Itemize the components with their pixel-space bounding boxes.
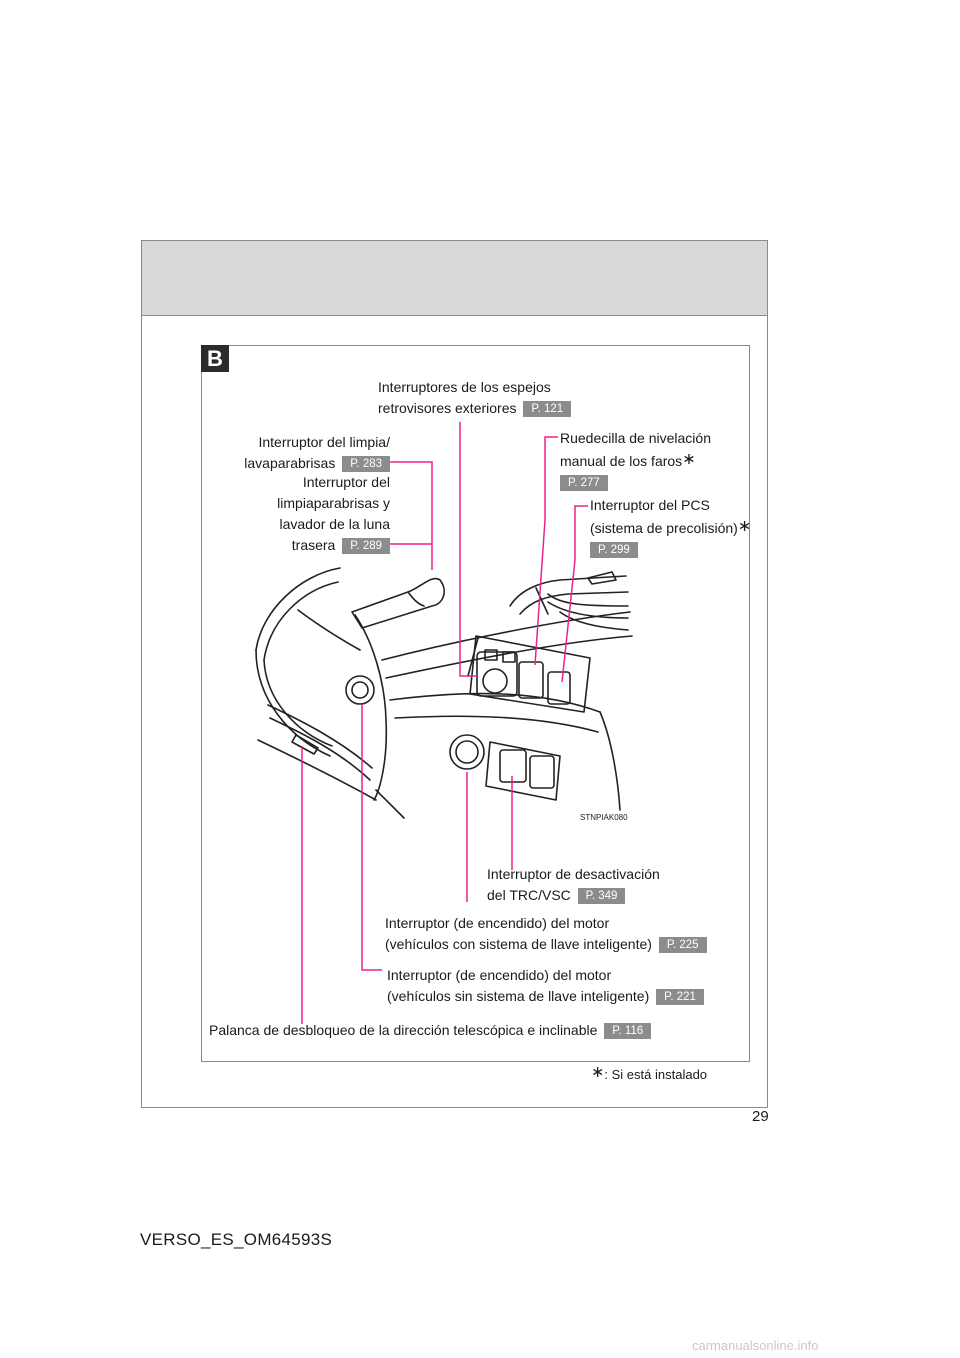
section-badge: B	[201, 345, 229, 372]
page-ref-221[interactable]: P. 221	[656, 989, 704, 1005]
label-mirror-switches: Interruptores de los espejos retrovisore…	[378, 377, 572, 419]
label-rear-wiper-switch: Interruptor del limpiaparabrisas y lavad…	[277, 474, 390, 554]
footnote: ∗: Si está instalado	[591, 1064, 708, 1082]
page-frame	[141, 240, 768, 1108]
document-code: VERSO_ES_OM64593S	[140, 1230, 333, 1249]
label-tilt-telescopic-lever: Palanca de desbloqueo de la dirección te…	[209, 1020, 652, 1041]
page-ref-283[interactable]: P. 283	[342, 456, 390, 472]
watermark: carmanualsonline.info	[692, 1338, 819, 1353]
label-pcs-switch: Interruptor del PCS (sistema de precolis…	[590, 497, 752, 558]
illustration-code: STNPIAK080	[580, 813, 628, 822]
label-front-wiper-switch: Interruptor del limpia/ lavaparabrisas P…	[244, 434, 390, 472]
footnote-star: ∗	[591, 1064, 605, 1081]
page-ref-277[interactable]: P. 277	[560, 475, 608, 491]
label-headlight-leveling-dial: Ruedecilla de nivelación manual de los f…	[560, 430, 711, 491]
page-ref-349[interactable]: P. 349	[577, 888, 626, 904]
page-number: 29	[752, 1108, 769, 1125]
label-engine-switch-smart-key: Interruptor (de encendido) del motor (ve…	[385, 913, 707, 955]
dashboard-drawing	[255, 567, 633, 819]
label-trc-vsc-off-switch: Interruptor de desactivación del TRC/VSC…	[487, 866, 660, 904]
leader-lines	[301, 422, 588, 1024]
page-ref-121[interactable]: P. 121	[523, 401, 572, 417]
installed-star: ∗	[682, 451, 696, 468]
section-panel	[201, 345, 750, 1062]
installed-star: ∗	[737, 518, 752, 535]
label-engine-switch-no-smart-key: Interruptor (de encendido) del motor (ve…	[387, 965, 704, 1007]
header-band	[142, 241, 767, 316]
page-ref-116[interactable]: P. 116	[604, 1023, 652, 1039]
page-ref-289[interactable]: P. 289	[342, 538, 390, 554]
page-ref-299[interactable]: P. 299	[590, 542, 638, 558]
page-ref-225[interactable]: P. 225	[658, 937, 707, 953]
